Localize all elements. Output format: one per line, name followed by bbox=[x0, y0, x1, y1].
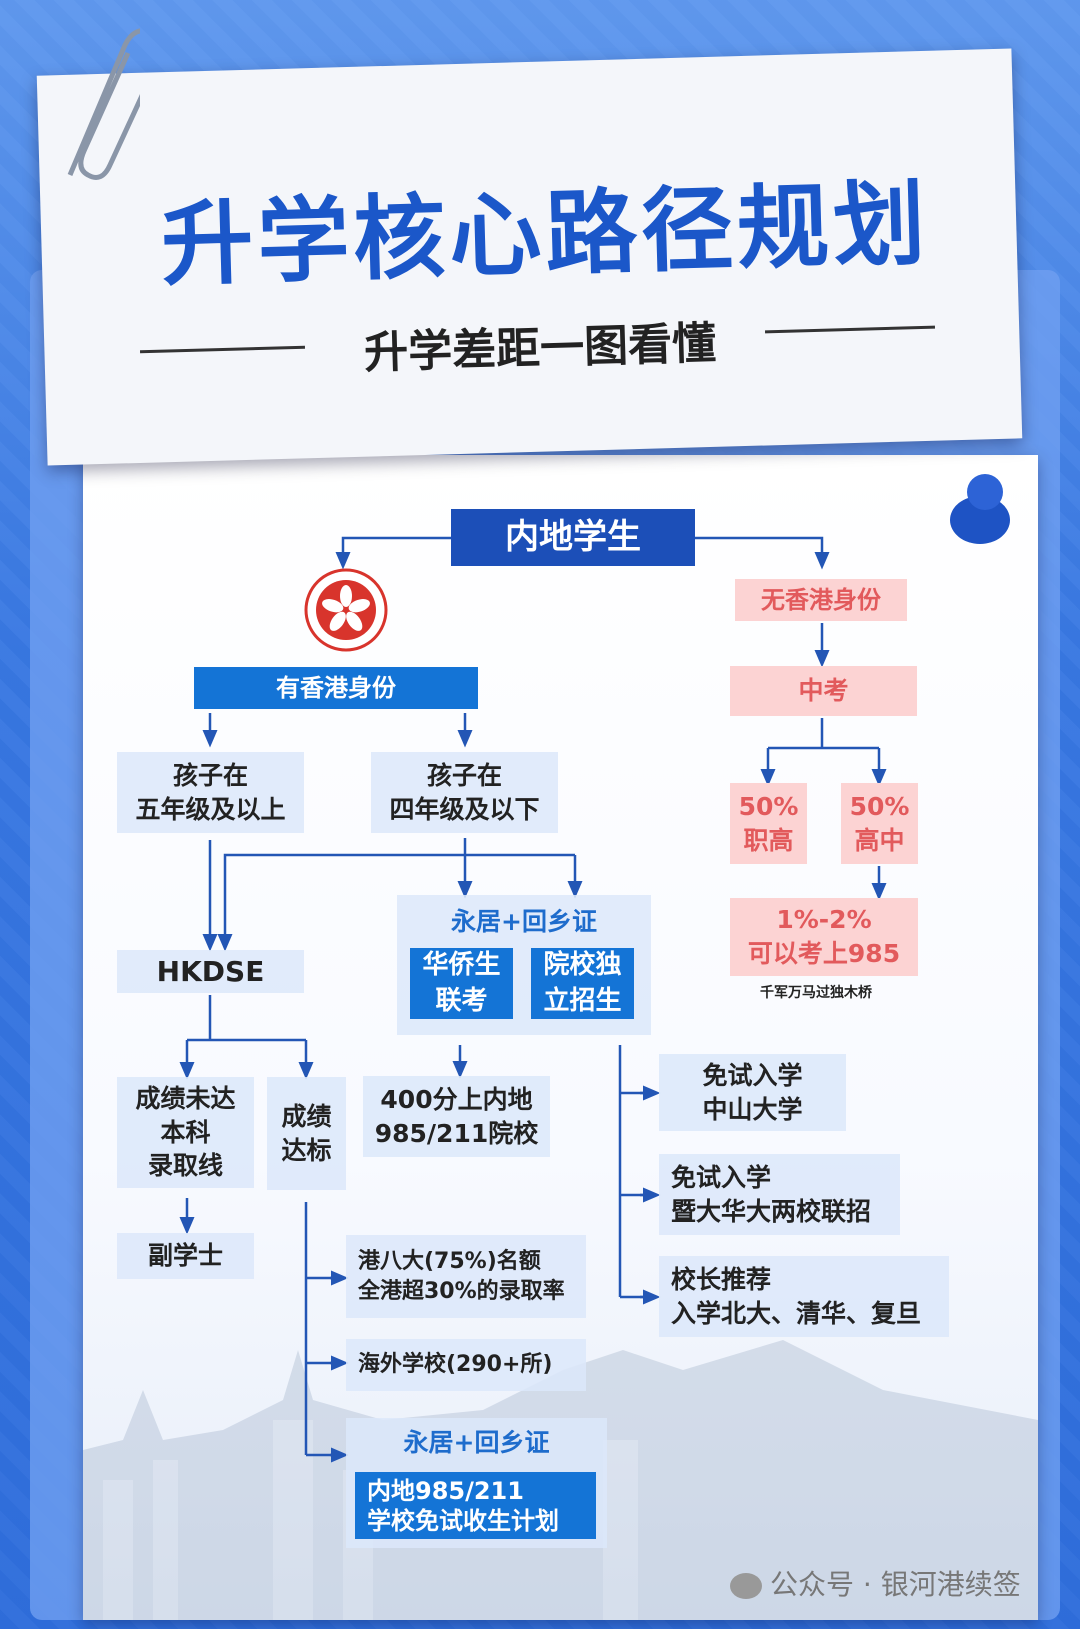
exempt-jnu-hqu: 免试入学暨大华大两校联招 bbox=[659, 1154, 900, 1235]
line: 内地985/211 bbox=[367, 1476, 524, 1505]
line: 免试入学 bbox=[671, 1162, 772, 1192]
line: 四年级及以下 bbox=[389, 794, 540, 824]
line: 本科 bbox=[160, 1117, 211, 1147]
line: 全港超30%的录取率 bbox=[358, 1278, 565, 1304]
percent: 50% bbox=[849, 791, 910, 821]
line: 成绩未达 bbox=[135, 1083, 236, 1113]
line: 港八大(75%)名额 bbox=[358, 1248, 541, 1274]
pushpin-icon bbox=[950, 474, 1010, 544]
line: 成绩 bbox=[281, 1101, 332, 1131]
label: 高中 bbox=[854, 825, 905, 855]
label: 永居+回乡证 bbox=[451, 907, 597, 936]
line: 免试入学 bbox=[702, 1060, 803, 1090]
no-hk-identity: 无香港身份 bbox=[735, 579, 907, 621]
top-985: 1%-2% 可以考上985 bbox=[730, 898, 918, 976]
exempt-sysu: 免试入学中山大学 bbox=[659, 1054, 846, 1131]
grade4-node: 孩子在四年级及以下 bbox=[371, 752, 558, 833]
percent: 50% bbox=[738, 791, 799, 821]
wechat-icon bbox=[730, 1573, 762, 1599]
line: 校长推荐 bbox=[671, 1264, 772, 1294]
below-line-node: 成绩未达本科录取线 bbox=[117, 1077, 254, 1188]
label: 可以考上985 bbox=[747, 939, 901, 968]
line: 985/211院校 bbox=[374, 1118, 539, 1148]
line: 院校独 bbox=[543, 950, 622, 981]
line: 孩子在 bbox=[426, 760, 502, 790]
line: 入学北大、清华、复旦 bbox=[671, 1298, 922, 1328]
associate-degree: 副学士 bbox=[117, 1233, 254, 1279]
label: 永居+回乡证 bbox=[403, 1428, 550, 1457]
line: 暨大华大两校联招 bbox=[671, 1196, 872, 1226]
zhongkao: 中考 bbox=[730, 666, 917, 716]
vocational-50: 50% 职高 bbox=[730, 783, 807, 864]
line: 华侨生 bbox=[422, 950, 501, 981]
overseas-schools: 海外学校(290+所) bbox=[346, 1339, 586, 1391]
score400-node: 400分上内地 985/211院校 bbox=[363, 1076, 550, 1157]
line: 五年级及以上 bbox=[135, 794, 286, 824]
watermark-text: 公众号 · 银河港续签 bbox=[770, 1568, 1021, 1601]
line: 孩子在 bbox=[172, 760, 248, 790]
hk8-node: 港八大(75%)名额全港超30%的录取率 bbox=[346, 1235, 586, 1318]
principal-recommendation: 校长推荐入学北大、清华、复旦 bbox=[659, 1256, 949, 1337]
has-hk-identity: 有香港身份 bbox=[194, 667, 478, 709]
highschool-50: 50% 高中 bbox=[841, 783, 918, 864]
note: 千军万马过独木桥 bbox=[760, 985, 872, 1001]
line: 中山大学 bbox=[702, 1094, 803, 1124]
hk-emblem-icon bbox=[304, 568, 388, 652]
independent-admission: 院校独立招生 bbox=[531, 948, 634, 1019]
line: 立招生 bbox=[543, 985, 622, 1016]
overseas-chinese-exam: 华侨生联考 bbox=[410, 948, 513, 1019]
hkdse-node: HKDSE bbox=[117, 950, 304, 993]
meets-standard-node: 成绩达标 bbox=[267, 1077, 346, 1190]
line: 联考 bbox=[435, 985, 488, 1016]
label: 职高 bbox=[743, 825, 794, 855]
root-node: 内地学生 bbox=[451, 509, 695, 566]
paperclip-icon bbox=[67, 28, 140, 180]
watermark: 公众号 · 银河港续签 bbox=[730, 1563, 1021, 1603]
grade5-node: 孩子在五年级及以上 bbox=[117, 752, 304, 833]
percent: 1%-2% bbox=[776, 905, 872, 935]
line: 400分上内地 bbox=[380, 1084, 533, 1114]
line: 达标 bbox=[281, 1135, 332, 1165]
line: 录取线 bbox=[147, 1151, 223, 1181]
line: 学校免试收生计划 bbox=[367, 1506, 559, 1535]
